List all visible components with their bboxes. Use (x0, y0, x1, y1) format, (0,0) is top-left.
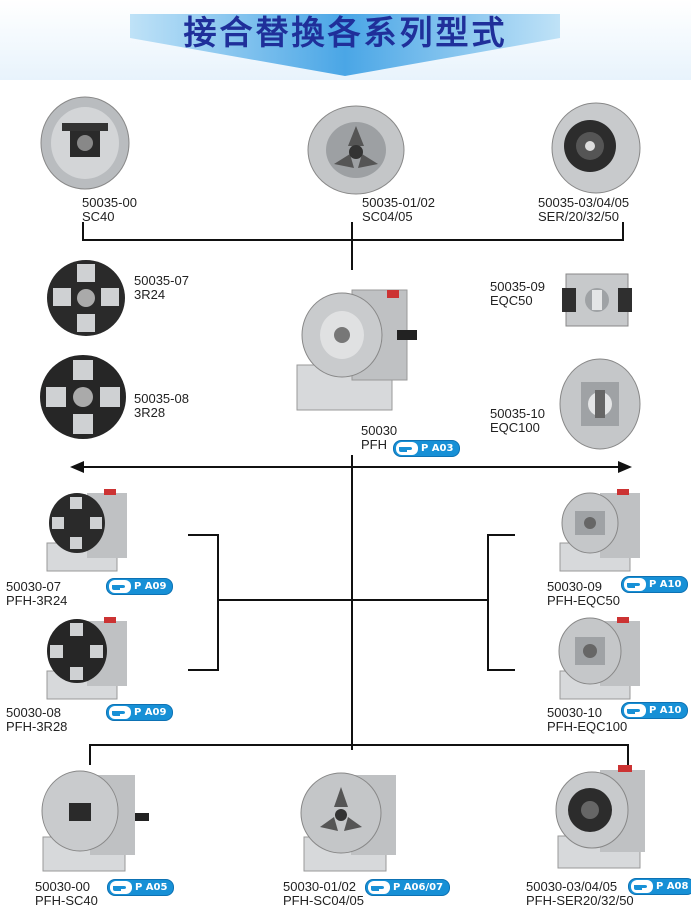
pfh-eqc100-image (555, 613, 650, 703)
pfh-3r24-image (42, 485, 137, 575)
chuck-eqc100-image (559, 356, 641, 451)
chuck-3r24-image (45, 258, 127, 338)
pointing-hand-icon (109, 580, 131, 593)
pointing-hand-icon (396, 442, 418, 455)
pfh-3r24-page-ref[interactable]: P A09 (106, 578, 174, 595)
pointing-hand-icon (624, 578, 646, 591)
pfh-eqc50-page-ref[interactable]: P A10 (621, 576, 689, 593)
pointing-hand-icon (109, 706, 131, 719)
page-title: 接合替換各系列型式 (183, 13, 508, 52)
chuck-3r28-image (38, 352, 128, 442)
pfh-page-ref[interactable]: P A03 (393, 440, 461, 457)
chuck-sc0405-image (306, 98, 406, 198)
pfh-fixture-image (292, 270, 422, 420)
pfh-ser-page-ref[interactable]: P A08 (628, 878, 691, 895)
pfh-sc40-image (35, 765, 150, 875)
pfh-sc0405-page-ref[interactable]: P A06/07 (365, 879, 451, 896)
chuck-sc40-image (40, 95, 130, 195)
pointing-hand-icon (110, 881, 132, 894)
pfh-ser-image (550, 762, 665, 872)
pfh-sc40-page-ref[interactable]: P A05 (107, 879, 175, 896)
pointing-hand-icon (624, 704, 646, 717)
title-banner (0, 0, 691, 80)
chuck-ser-image (548, 100, 643, 195)
pfh-3r28-image (42, 613, 137, 703)
pointing-hand-icon (368, 881, 390, 894)
pfh-3r28-page-ref[interactable]: P A09 (106, 704, 174, 721)
pfh-sc0405-image (296, 765, 411, 875)
pfh-eqc100-page-ref[interactable]: P A10 (621, 702, 689, 719)
pointing-hand-icon (631, 880, 653, 893)
chuck-eqc50-image (562, 268, 632, 330)
pfh-eqc50-image (555, 485, 650, 575)
